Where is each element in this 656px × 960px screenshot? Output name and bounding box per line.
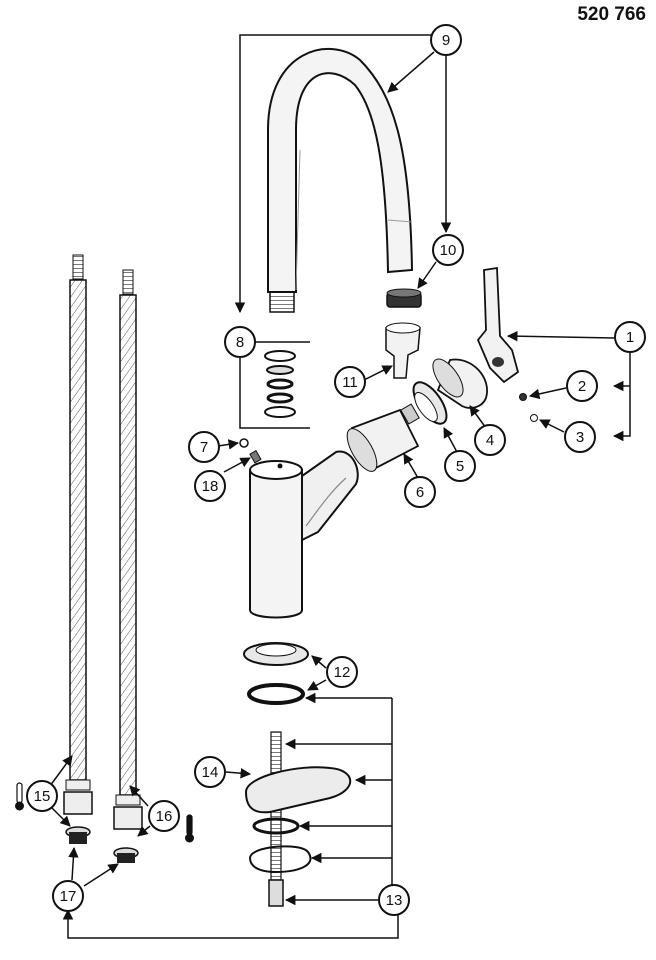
callout-number: 8 [236,334,244,351]
tap-body [249,450,359,619]
callout-8: 8 [224,326,256,358]
callout-circle [148,800,180,832]
thermometer-icon [15,782,24,811]
callout-11: 11 [334,366,366,398]
leader-lines [49,34,631,939]
callout-number: 7 [200,439,208,456]
callout-circle [194,470,226,502]
callout-circle [194,756,226,788]
callout-number: 5 [456,458,464,475]
cover-cap [530,414,538,422]
callout-10: 10 [432,234,464,266]
callout-6: 6 [404,476,436,508]
callout-circle [432,234,464,266]
lever-handle [476,266,520,384]
callout-number: 10 [440,242,457,259]
callout-number: 6 [416,484,424,501]
callout-number: 2 [578,378,586,395]
callout-number: 1 [626,329,634,346]
cartridge-nut [412,381,448,425]
hose-hot [63,254,93,844]
cartridge-cover [432,358,488,409]
callout-number: 12 [334,664,351,681]
fixing-set [244,731,352,907]
cartridge [346,403,420,472]
callout-number: 16 [156,808,173,825]
callout-circle [224,326,256,358]
callout-2: 2 [566,370,598,402]
thermometer-icon [185,814,194,843]
spout [267,47,414,313]
callout-circle [326,656,358,688]
small-nut [239,438,249,448]
grub-screw [519,393,527,401]
callout-circle [334,366,366,398]
callout-number: 11 [342,374,358,391]
callout-5: 5 [444,450,476,482]
callout-17: 17 [52,880,84,912]
aerator-holder [385,322,421,379]
callout-1: 1 [614,321,646,353]
callout-circle [564,421,596,453]
callout-number: 15 [34,788,51,805]
base-ring [243,642,309,666]
hose-cold [113,269,143,863]
callout-circle [378,884,410,916]
callout-18: 18 [194,470,226,502]
grub-pin [249,449,262,464]
callout-3: 3 [564,421,596,453]
callout-number: 13 [386,892,403,909]
callout-circle [188,431,220,463]
callout-number: 3 [576,429,584,446]
callout-number: 17 [60,888,77,905]
callout-circle [444,450,476,482]
o-ring-seal [247,683,305,705]
callout-7: 7 [188,431,220,463]
callout-circle [52,880,84,912]
callout-4: 4 [474,424,506,456]
callout-circle [566,370,598,402]
callout-16: 16 [148,800,180,832]
part-number: 520 766 [577,4,646,25]
aerator [386,288,422,308]
callout-circle [26,780,58,812]
callout-14: 14 [194,756,226,788]
callout-13: 13 [378,884,410,916]
callout-15: 15 [26,780,58,812]
callout-12: 12 [326,656,358,688]
seal-set [264,350,296,418]
callout-number: 4 [486,432,494,449]
callout-9: 9 [430,24,462,56]
callout-circle [614,321,646,353]
callout-number: 18 [202,478,219,495]
callout-circle [404,476,436,508]
callout-number: 9 [442,32,450,49]
callout-circle [430,24,462,56]
callout-number: 14 [202,764,219,781]
callout-circle [474,424,506,456]
